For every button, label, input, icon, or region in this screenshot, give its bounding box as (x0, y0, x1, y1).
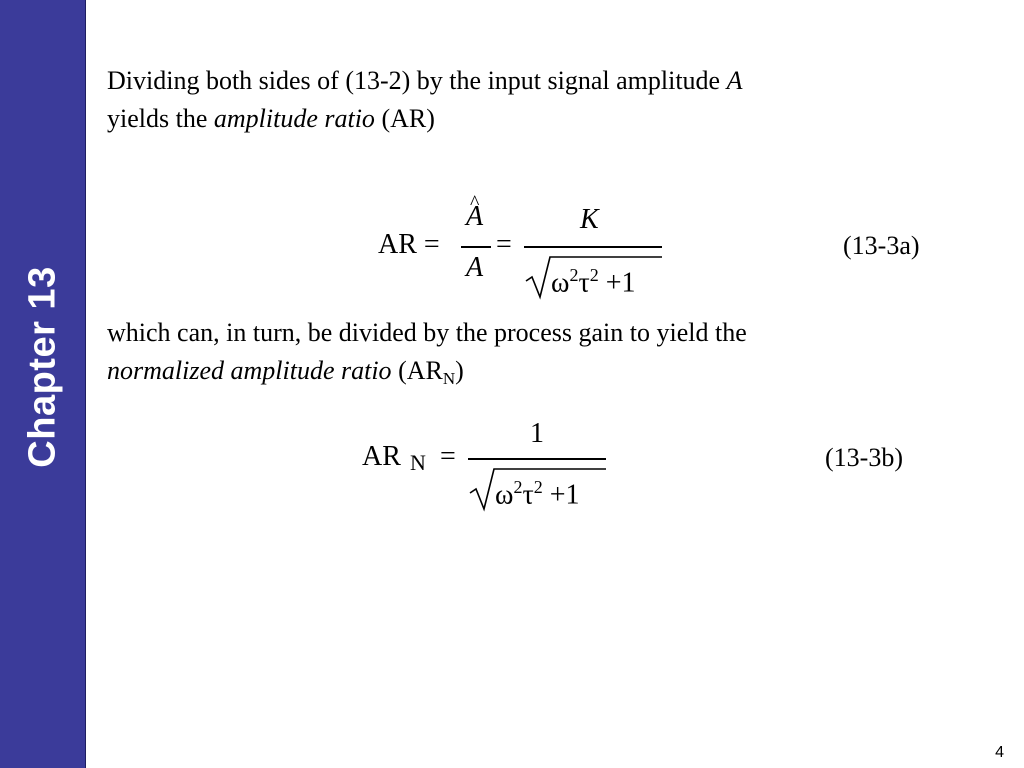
term-amplitude-ratio: amplitude ratio (213, 104, 375, 133)
eq1-fraction-bar-2 (524, 246, 662, 248)
second-paragraph: which can, in turn, be divided by the pr… (107, 314, 747, 398)
tau-symbol: τ (578, 267, 590, 299)
eq2-radicand: ω2τ2 +1 (495, 477, 580, 511)
eq2-equals: = (440, 441, 456, 472)
page-number: 4 (995, 744, 1004, 761)
eq1-numerator-k: K (580, 204, 599, 235)
eq1-fraction-bar-1 (461, 246, 491, 248)
eq2-number: (13-3b) (825, 443, 903, 472)
second-text-1: which can, in turn, be divided by the pr… (107, 318, 747, 347)
intro-paragraph: Dividing both sides of (13-2) by the inp… (107, 62, 743, 138)
plus-one: +1 (605, 267, 636, 299)
hat-accent: ^ (470, 192, 480, 214)
omega-symbol: ω (551, 267, 570, 299)
eq2-lhs: AR (362, 441, 401, 472)
second-text-3: ) (455, 356, 464, 385)
eq1-denominator-a: A (466, 252, 484, 283)
tau-exponent: 2 (533, 477, 543, 497)
eq1-numerator-a-hat: A (466, 201, 484, 232)
second-subscript-n: N (442, 369, 456, 388)
omega-exponent: 2 (513, 477, 523, 497)
eq2-radical-sign (469, 468, 606, 512)
chapter-label: Chapter 13 (21, 266, 64, 468)
intro-text-1: Dividing both sides of (13-2) by the inp… (107, 66, 727, 95)
eq2-subscript-n: N (410, 450, 426, 475)
eq1-radicand: ω2τ2 +1 (551, 265, 636, 299)
eq2-numerator: 1 (530, 418, 544, 449)
intro-text-2: yields the (107, 104, 214, 133)
omega-symbol: ω (495, 479, 514, 511)
eq2-fraction-bar (468, 458, 606, 460)
tau-exponent: 2 (589, 265, 599, 285)
omega-exponent: 2 (569, 265, 579, 285)
variable-a: A (726, 66, 743, 95)
plus-one: +1 (549, 479, 580, 511)
eq1-radical-sign (525, 256, 662, 300)
tau-symbol: τ (522, 479, 534, 511)
eq1-number: (13-3a) (843, 231, 920, 260)
intro-text-3: (AR) (374, 104, 435, 133)
chapter-sidebar: Chapter 13 (0, 0, 86, 768)
term-normalized-amplitude-ratio: normalized amplitude ratio (107, 356, 392, 385)
second-text-2: (AR (391, 356, 443, 385)
eq1-equals: = (496, 229, 512, 260)
eq1-lhs: AR = (378, 229, 440, 260)
